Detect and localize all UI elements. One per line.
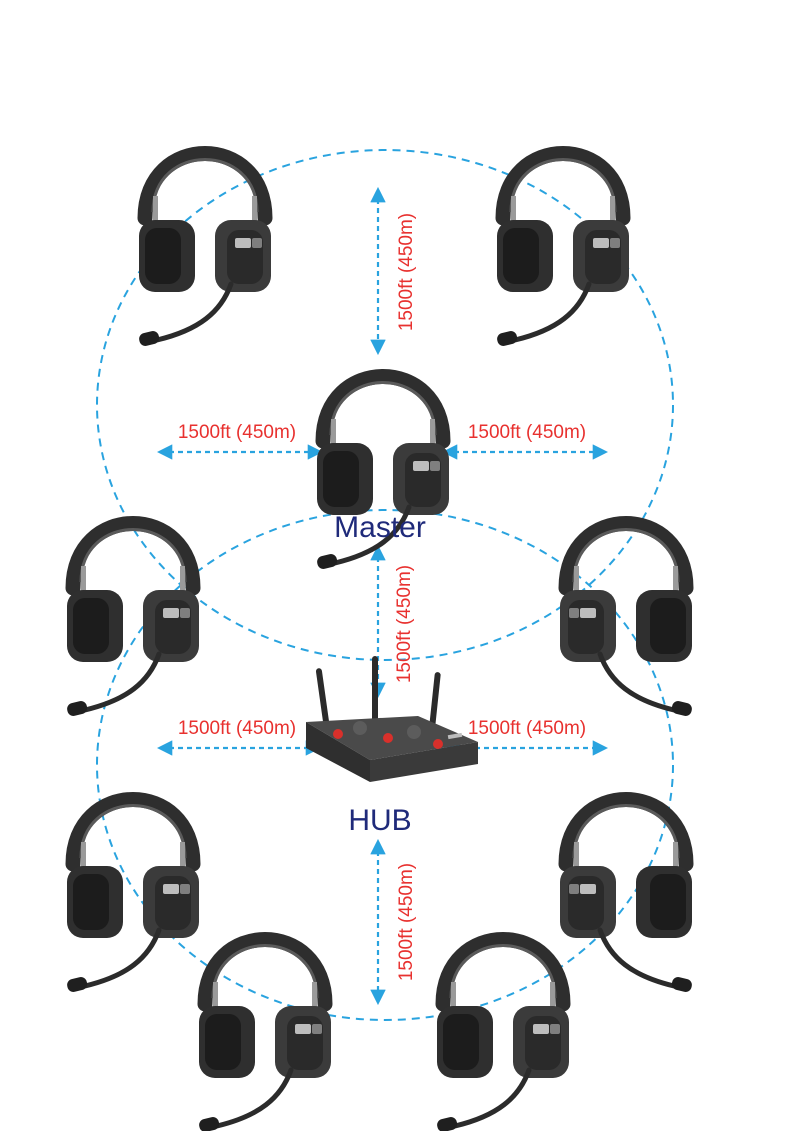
- headset-icon: [198, 940, 331, 1131]
- distance-label-bottom: 1500ft (450m): [396, 863, 417, 981]
- master-label: Master: [334, 511, 426, 544]
- distance-label-master-left: 1500ft (450m): [178, 422, 296, 443]
- headset-icon: [66, 800, 199, 994]
- headset-icon: [496, 154, 629, 348]
- hub-label: HUB: [348, 804, 411, 837]
- hub-device-icon: [306, 656, 478, 782]
- headset-icon: [560, 800, 693, 994]
- distance-label-top: 1500ft (450m): [396, 213, 417, 331]
- headset-icon: [66, 524, 199, 718]
- distance-label-hub-right: 1500ft (450m): [468, 718, 586, 739]
- distance-label-master-right: 1500ft (450m): [468, 422, 586, 443]
- headset-icon: [560, 524, 693, 718]
- distance-label-hub-left: 1500ft (450m): [178, 718, 296, 739]
- hub-coverage-circle: [96, 509, 674, 1021]
- distance-label-master-hub: 1500ft (450m): [394, 565, 415, 683]
- headset-icon: [436, 940, 569, 1131]
- headset-icon: [138, 154, 271, 348]
